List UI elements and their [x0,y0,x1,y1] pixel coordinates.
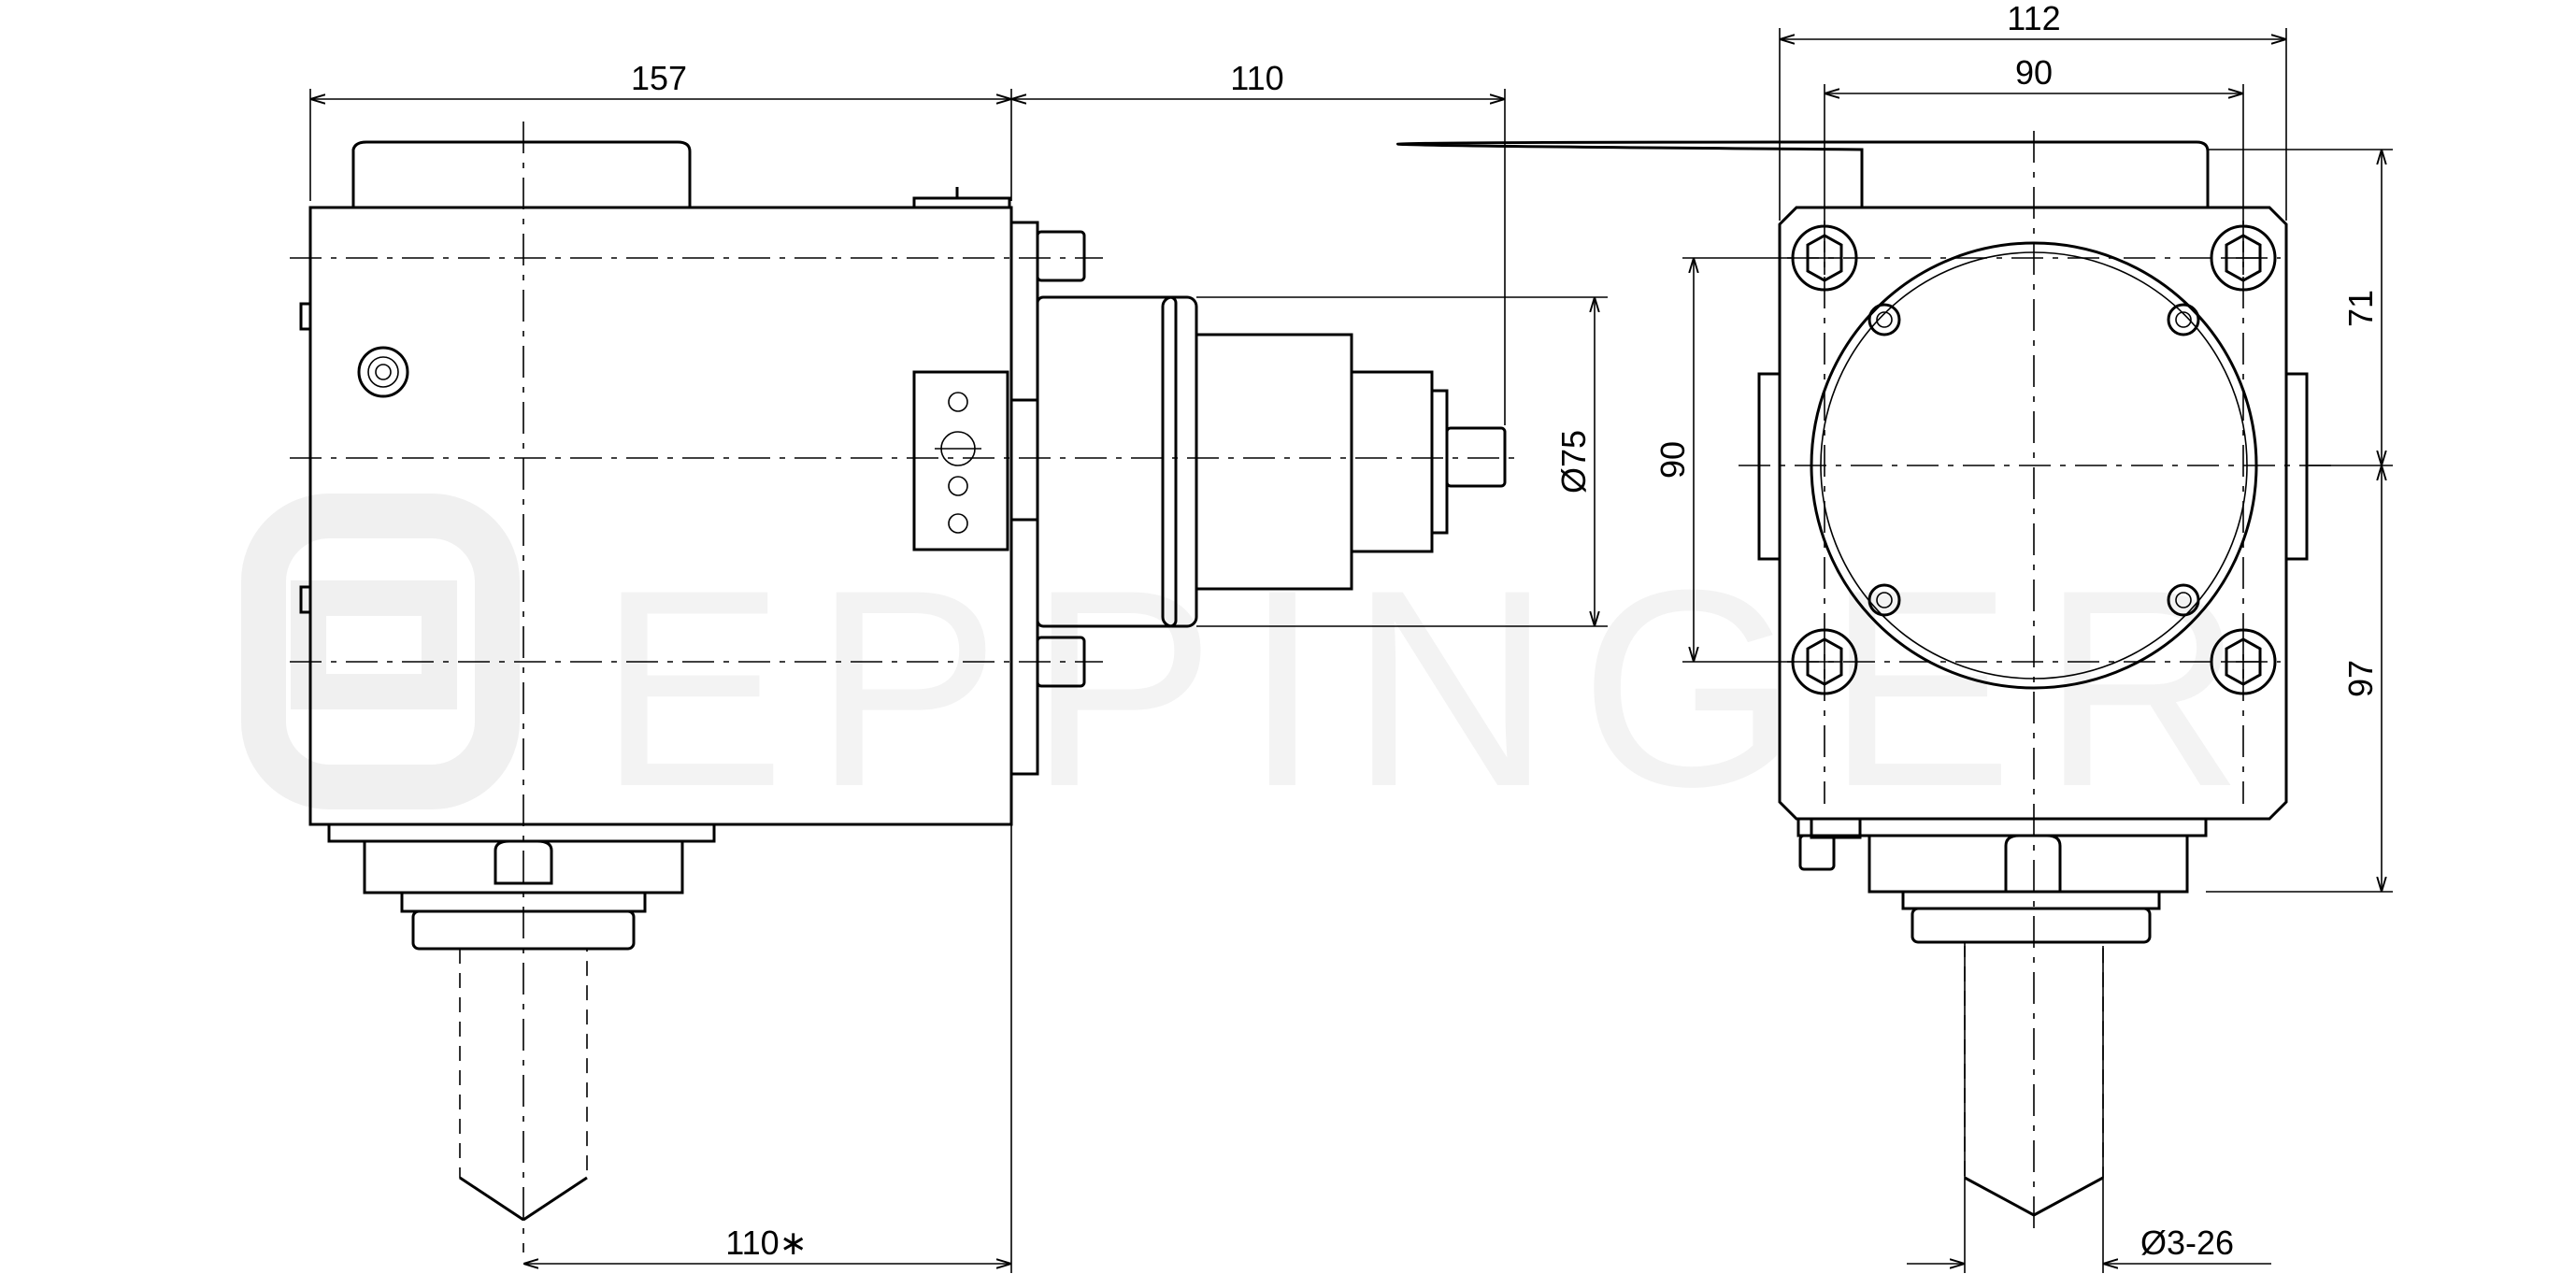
adjustment-plate [912,370,1009,551]
eppinger-logo-mark [241,494,520,809]
left-nub-top [299,302,310,331]
dim-90-h-label: 90 [2015,53,2053,92]
dim-112-label: 112 [2007,0,2060,37]
key-slot [494,839,553,885]
upper-pin [1036,230,1086,282]
right-side-bar [2284,372,2309,561]
front-key-slot [2004,834,2062,892]
front-collet-nut [1911,907,2152,944]
dim-97-label: 97 [2341,660,2380,697]
plate-screw-1-icon [1868,303,1901,336]
spindle-flange [1036,295,1178,628]
dim-71-label: 71 [2341,290,2380,327]
dim-90-v-label: 90 [1653,441,1692,479]
front-tool-tip-right [2033,1176,2104,1217]
watermark-text: EPPINGER [598,531,2271,845]
side-view: 157 110 110∗ Ø75 [290,59,1608,1273]
dim-dia3-26-label: Ø3-26 [2140,1224,2234,1262]
left-nub-bottom [299,585,310,614]
tool-tip-left [459,1176,524,1222]
plate-screw-3-icon [1868,583,1901,617]
front-top-cover [1396,140,2210,208]
eppinger-watermark: EPPINGER [241,494,2271,845]
left-side-bar [1757,372,1782,561]
plate-screw-4-icon [2167,583,2200,617]
plate-screw-2-icon [2167,303,2200,336]
dim-110-label: 110 [1230,59,1283,97]
tool-tip-right [522,1176,588,1222]
front-view: 112 90 90 71 97 Ø3-26 [1396,0,2393,1273]
front-collet-ring [1901,890,2161,910]
top-cover [351,140,692,208]
top-right-block [912,196,1011,208]
spindle-shaft [1445,426,1507,488]
front-lug-pin [1798,834,1836,871]
dim-dia75-label: Ø75 [1554,430,1593,494]
front-side-lug [1810,817,1862,839]
side-bracket [1009,398,1039,522]
front-tool-tip-left [1964,1176,2035,1217]
dim-157-label: 157 [631,59,687,97]
dim-110-star-label: 110∗ [725,1224,808,1262]
adjustment-screw-icon [935,392,981,534]
spindle-nose [1350,370,1434,553]
spindle-collar [1430,389,1449,535]
grease-nipple-icon [357,346,409,398]
